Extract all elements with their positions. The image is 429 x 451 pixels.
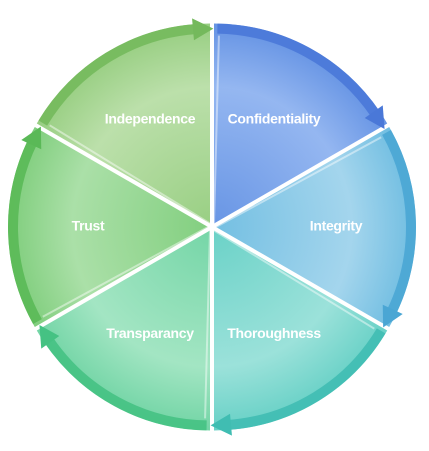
rim-arrow-shaft — [217, 23, 380, 118]
segment-edge-highlight — [213, 35, 220, 224]
segment-label: Thoroughness — [227, 325, 321, 341]
segment-integrity: Integrity — [215, 127, 417, 328]
rim-arrow-shaft — [38, 24, 197, 126]
segment-label: Independence — [105, 110, 196, 126]
rim-arrowhead — [364, 105, 385, 129]
segment-independence: Independence — [36, 18, 214, 225]
segment-confidentiality: Confidentiality — [213, 23, 388, 224]
segment-label: Integrity — [310, 218, 363, 234]
rim-arrowhead — [382, 304, 403, 328]
segment-edge-highlight — [215, 136, 382, 228]
segment-edge-highlight — [213, 229, 375, 330]
rim-arrow-shaft — [44, 336, 207, 431]
segment-transparancy: Transparancy — [36, 230, 211, 431]
segment-label: Confidentiality — [228, 110, 321, 126]
rim-arrow-shaft — [8, 139, 42, 324]
rim-arrowhead — [21, 126, 42, 150]
segment-edge-highlight — [42, 226, 209, 318]
segment-edge-highlight — [204, 230, 211, 419]
segment-edge-highlight — [49, 124, 211, 225]
rim-arrowhead — [192, 18, 214, 41]
segment-thoroughness: Thoroughness — [210, 229, 388, 436]
rim-arrow-shaft — [382, 130, 416, 315]
segment-trust: Trust — [7, 126, 209, 327]
segment-body — [216, 127, 417, 327]
segment-body — [7, 127, 209, 327]
rim-arrowhead — [210, 413, 232, 436]
segment-label: Trust — [72, 218, 105, 234]
rim-arrowhead — [39, 325, 60, 349]
segment-label: Transparancy — [106, 325, 194, 341]
rim-arrow-shaft — [227, 328, 386, 430]
